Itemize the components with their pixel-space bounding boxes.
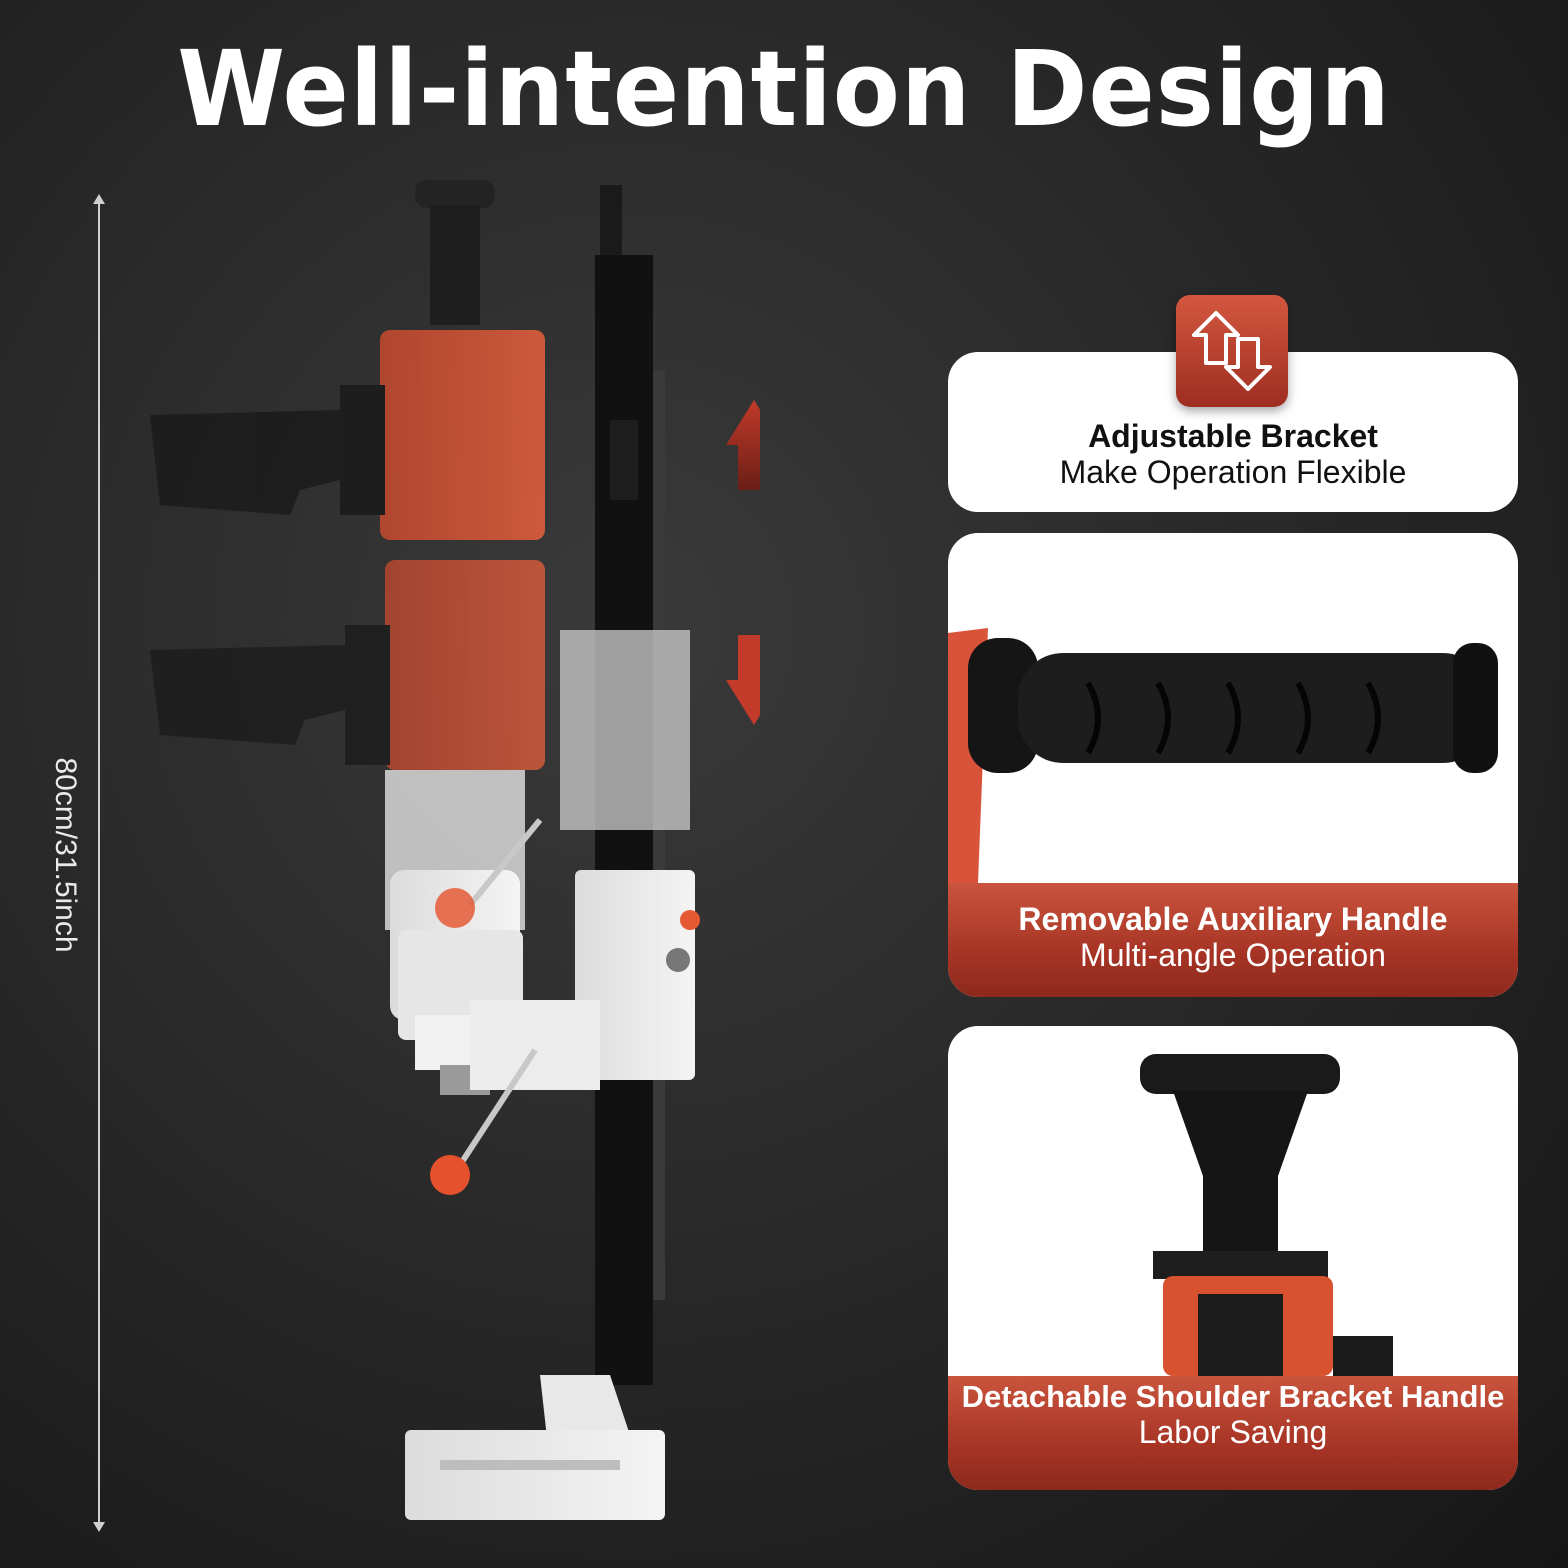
auxiliary-handle-image <box>948 628 1498 883</box>
feature-card-shoulder-bracket: Detachable Shoulder Bracket Handle Labor… <box>948 1026 1518 1490</box>
dimension-arrow-bottom-icon <box>93 1522 105 1532</box>
shoulder-bracket-image <box>1140 1054 1393 1376</box>
feature-subtitle: Multi-angle Operation <box>1080 937 1386 973</box>
feature-title: Detachable Shoulder Bracket Handle <box>961 1379 1505 1414</box>
feature-subtitle: Make Operation Flexible <box>1059 454 1407 490</box>
drill-stand-illustration <box>150 180 760 1520</box>
dimension-line <box>98 198 100 1528</box>
feature-caption-band: Detachable Shoulder Bracket Handle Labor… <box>948 1376 1518 1490</box>
feature-title: Adjustable Bracket <box>1088 418 1378 454</box>
feature-card-auxiliary-handle: Removable Auxiliary Handle Multi-angle O… <box>948 533 1518 997</box>
feature-caption-band: Removable Auxiliary Handle Multi-angle O… <box>948 883 1518 997</box>
dimension-label: 80cm/31.5inch <box>49 757 82 953</box>
page-title: Well-intention Design <box>177 28 1391 150</box>
feature-subtitle: Labor Saving <box>1138 1414 1328 1450</box>
up-down-arrows-icon <box>1176 295 1288 407</box>
feature-title: Removable Auxiliary Handle <box>1018 901 1448 937</box>
dimension-arrow-top-icon <box>93 194 105 204</box>
